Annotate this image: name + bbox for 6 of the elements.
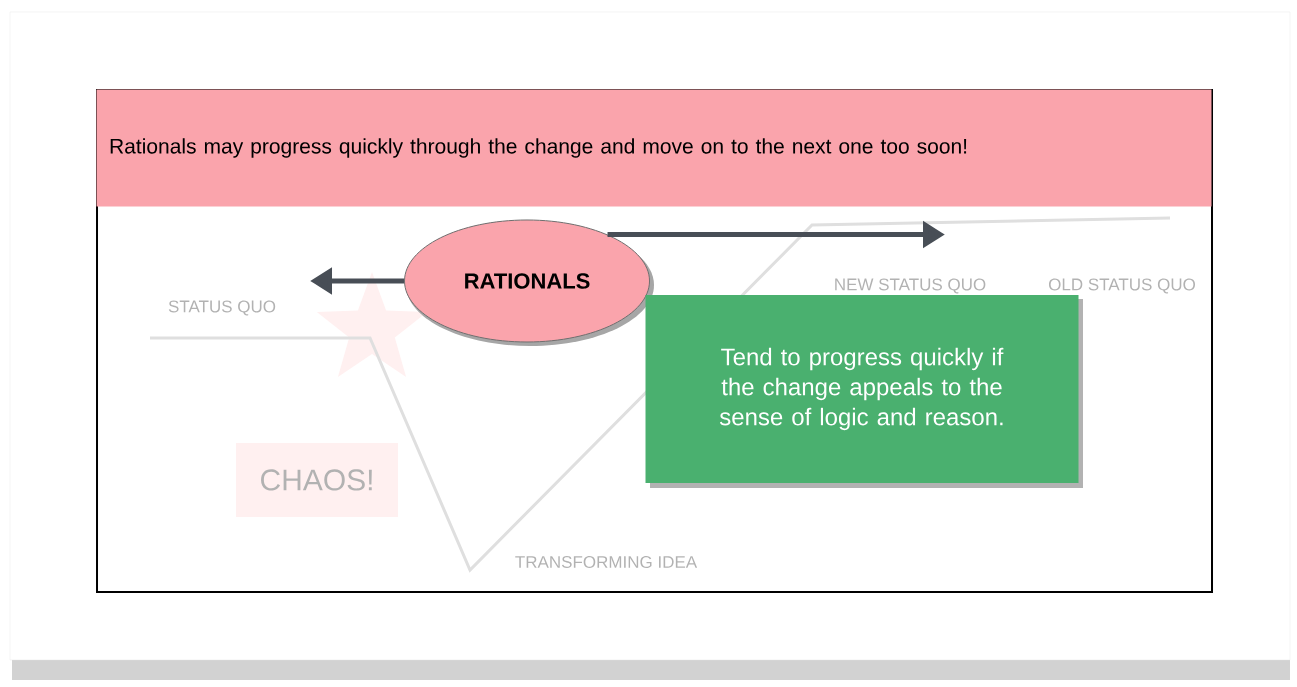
- note-box: Tend to progress quickly if the change appeals to the sense of logic and reason.: [645, 295, 1083, 488]
- stage-label: OLD STATUS QUO: [1049, 278, 1195, 294]
- label-box: CHAOS!: [236, 443, 398, 517]
- stage-label: STATUS QUO: [168, 300, 276, 316]
- stage-label: TRANSFORMING IDEA: [515, 555, 698, 568]
- banner: Rationals may progress quickly through the change and move on to the next one too soon!: [96, 89, 1212, 207]
